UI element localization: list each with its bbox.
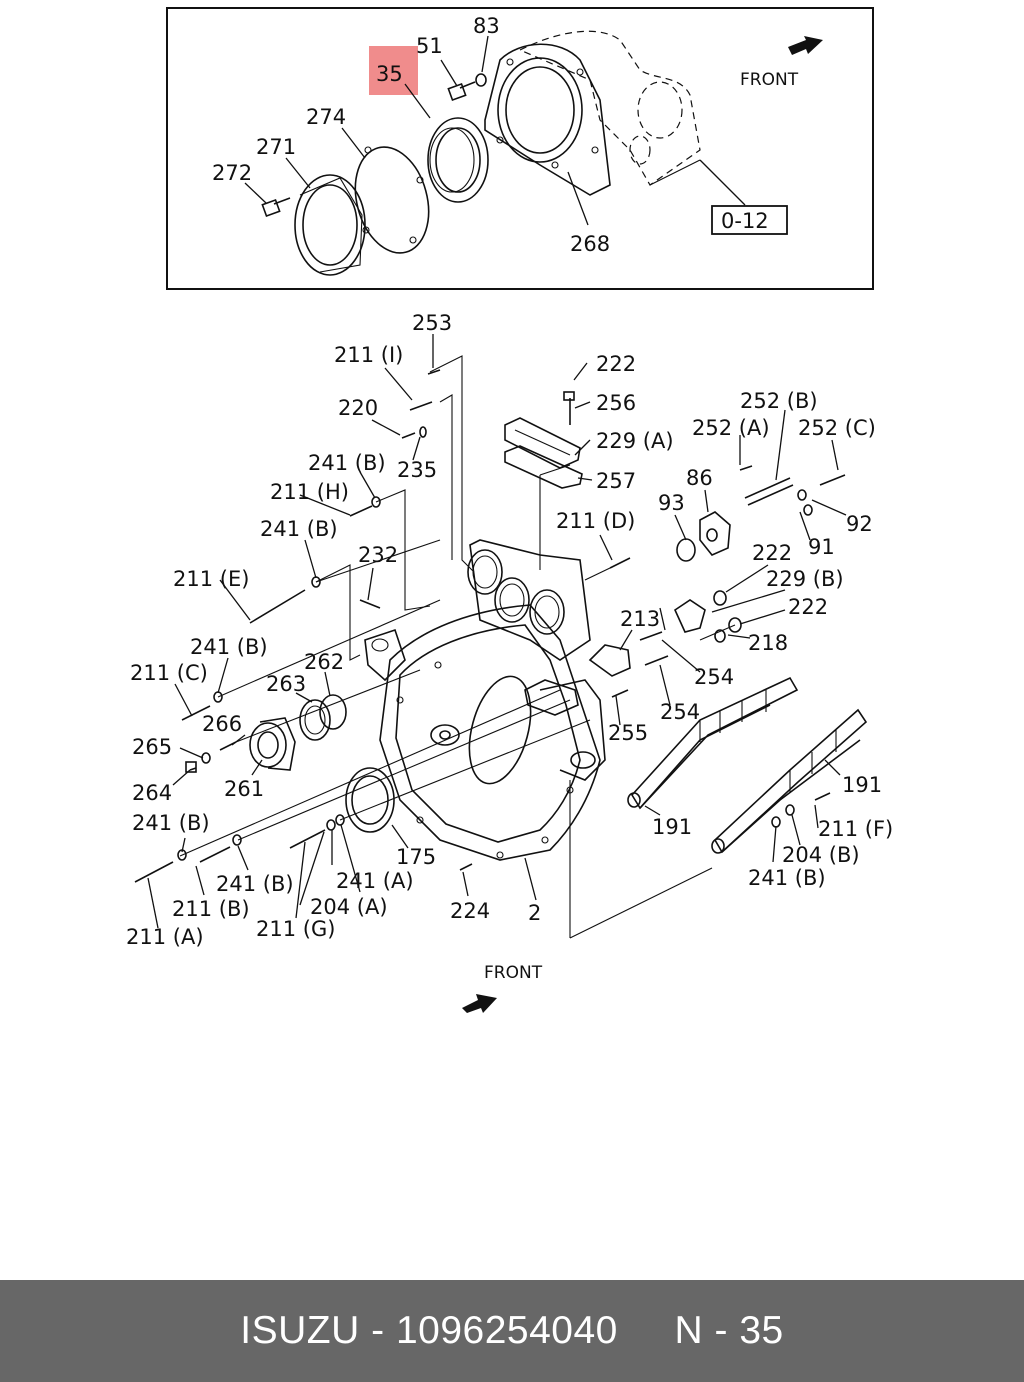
- label-211-f[interactable]: 211 (F): [818, 817, 893, 841]
- label-220[interactable]: 220: [338, 396, 378, 420]
- footer-part-number: 1096254040: [395, 1309, 618, 1352]
- label-254-b[interactable]: 254: [660, 700, 700, 724]
- bolt-272[interactable]: [261, 197, 291, 218]
- label-83[interactable]: 83: [473, 14, 500, 38]
- label-91[interactable]: 91: [808, 535, 835, 559]
- highlight-box: [369, 46, 418, 95]
- bolt-252[interactable]: [739, 465, 846, 516]
- label-263[interactable]: 263: [266, 672, 306, 696]
- inset-panel: 35: [166, 7, 874, 290]
- label-211-i[interactable]: 211 (I): [334, 343, 403, 367]
- footer-brand: ISUZU: [240, 1309, 360, 1352]
- label-51[interactable]: 51: [416, 34, 443, 58]
- label-271[interactable]: 271: [256, 135, 296, 159]
- label-222-mid[interactable]: 222: [752, 541, 792, 565]
- label-235[interactable]: 235: [397, 458, 437, 482]
- parts-diagram: 35: [126, 7, 893, 1013]
- washer-83[interactable]: [475, 73, 487, 87]
- label-261[interactable]: 261: [224, 777, 264, 801]
- inspection-cover[interactable]: [504, 417, 583, 489]
- footer-gap: [618, 1309, 675, 1353]
- label-232[interactable]: 232: [358, 543, 398, 567]
- front-arrow-bottom-icon: [462, 994, 497, 1013]
- label-241-b-5[interactable]: 241 (B): [748, 866, 826, 890]
- label-211-c[interactable]: 211 (C): [130, 661, 208, 685]
- cover-213[interactable]: [588, 644, 631, 677]
- label-211-h[interactable]: 211 (H): [270, 480, 349, 504]
- label-218[interactable]: 218: [748, 631, 788, 655]
- label-211-g[interactable]: 211 (G): [256, 917, 335, 941]
- label-204-b[interactable]: 204 (B): [782, 843, 860, 867]
- label-256[interactable]: 256: [596, 391, 636, 415]
- footer-ref: N - 35: [674, 1309, 784, 1352]
- label-252-c[interactable]: 252 (C): [798, 416, 876, 440]
- guide-lines: [179, 355, 736, 939]
- inset-front-label: FRONT: [740, 70, 799, 90]
- label-204-a[interactable]: 204 (A): [310, 895, 388, 919]
- label-257[interactable]: 257: [596, 469, 636, 493]
- front-arrow-icon: [788, 36, 823, 55]
- bolts-and-washers[interactable]: [134, 369, 831, 883]
- main-front-label: FRONT: [484, 963, 543, 983]
- label-224[interactable]: 224: [450, 899, 490, 923]
- rear-cover-outline: [518, 30, 701, 186]
- label-252-b[interactable]: 252 (B): [740, 389, 818, 413]
- reinforcement-bar-191b[interactable]: [711, 708, 868, 854]
- label-272[interactable]: 272: [212, 161, 252, 185]
- label-255[interactable]: 255: [608, 721, 648, 745]
- ref-box[interactable]: [711, 205, 788, 235]
- main-diagram: FRONT 253 211 (I) 220 235 241 (B) 211 (H…: [126, 311, 893, 1013]
- label-86[interactable]: 86: [686, 466, 713, 490]
- label-264[interactable]: 264: [132, 781, 172, 805]
- label-262[interactable]: 262: [304, 650, 344, 674]
- seal-262[interactable]: [319, 694, 347, 730]
- cover-pad[interactable]: [524, 679, 579, 716]
- oil-seal[interactable]: [427, 117, 489, 203]
- label-211-e[interactable]: 211 (E): [173, 567, 249, 591]
- label-222-low[interactable]: 222: [788, 595, 828, 619]
- label-92[interactable]: 92: [846, 512, 873, 536]
- flywheel-housing[interactable]: [364, 539, 606, 861]
- label-266[interactable]: 266: [202, 712, 242, 736]
- label-241-b-4[interactable]: 241 (B): [132, 811, 210, 835]
- label-265[interactable]: 265: [132, 735, 172, 759]
- footer-sep-1: -: [359, 1309, 396, 1352]
- ref-box-label: 0-12: [721, 209, 769, 233]
- label-254-a[interactable]: 254: [694, 665, 734, 689]
- label-93[interactable]: 93: [658, 491, 685, 515]
- label-2[interactable]: 2: [528, 901, 541, 925]
- reinforcement-bar-191[interactable]: [627, 676, 799, 810]
- footer-bar: ISUZU - 1096254040 N - 35: [0, 1280, 1024, 1382]
- oring-263[interactable]: [299, 699, 331, 741]
- label-leaders: [147, 334, 847, 929]
- label-229-a[interactable]: 229 (A): [596, 429, 674, 453]
- label-274[interactable]: 274: [306, 105, 346, 129]
- label-241-b-1[interactable]: 241 (B): [308, 451, 386, 475]
- label-222-top[interactable]: 222: [596, 352, 636, 376]
- label-211-b[interactable]: 211 (B): [172, 897, 250, 921]
- label-191-b[interactable]: 191: [652, 815, 692, 839]
- seal-retainer[interactable]: [294, 174, 366, 276]
- label-175[interactable]: 175: [396, 845, 436, 869]
- seal-175[interactable]: [345, 767, 395, 833]
- label-268[interactable]: 268: [570, 232, 610, 256]
- label-213[interactable]: 213: [620, 607, 660, 631]
- label-241-b-2[interactable]: 241 (B): [260, 517, 338, 541]
- label-241-a[interactable]: 241 (A): [336, 869, 414, 893]
- gasket[interactable]: [344, 139, 440, 261]
- bracket-229b[interactable]: [673, 590, 742, 643]
- flywheel-housing-cover: [484, 43, 611, 196]
- label-253[interactable]: 253: [412, 311, 452, 335]
- label-241-b-6[interactable]: 241 (B): [216, 872, 294, 896]
- label-241-b-3[interactable]: 241 (B): [190, 635, 268, 659]
- highlighted-part-label[interactable]: 35: [376, 62, 403, 86]
- label-252-a[interactable]: 252 (A): [692, 416, 770, 440]
- bolt-51[interactable]: [447, 81, 476, 102]
- label-211-d[interactable]: 211 (D): [556, 509, 635, 533]
- label-211-a[interactable]: 211 (A): [126, 925, 204, 949]
- label-229-b[interactable]: 229 (B): [766, 567, 844, 591]
- label-191-a[interactable]: 191: [842, 773, 882, 797]
- pulley-261[interactable]: [249, 717, 296, 771]
